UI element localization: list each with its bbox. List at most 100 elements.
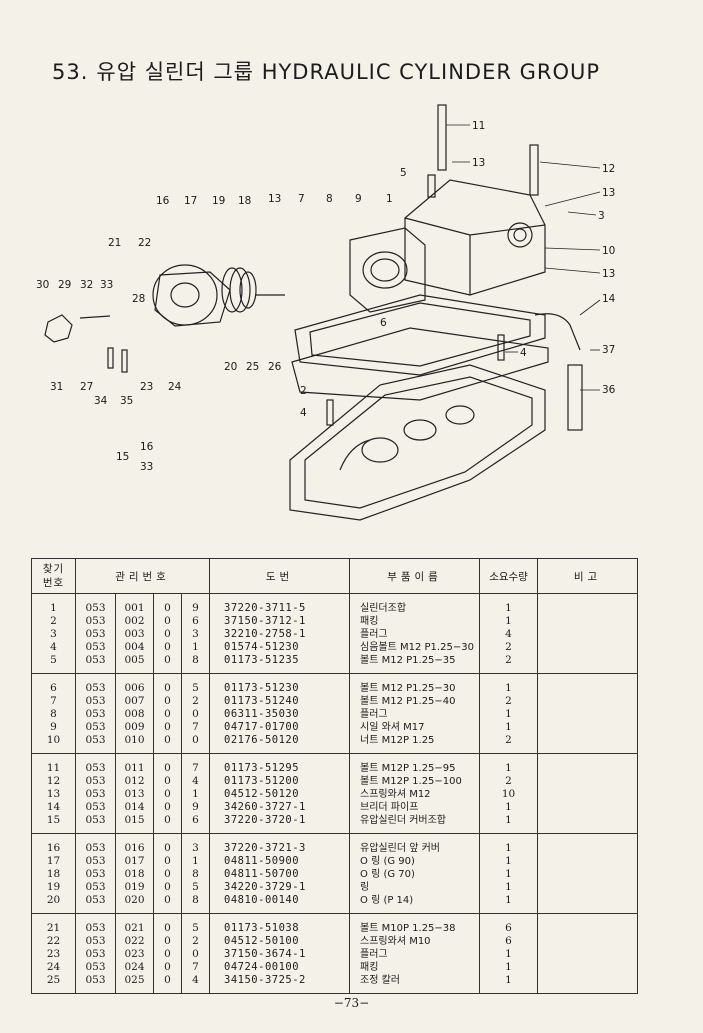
callout-24: 24 xyxy=(168,381,182,393)
cell-remarks xyxy=(537,593,639,615)
cell-remarks xyxy=(537,801,639,814)
cell-mgmt-4: 8 xyxy=(180,868,211,881)
cell-part-number: 04811-50700 xyxy=(209,868,351,881)
cell-mgmt-2: 003 xyxy=(115,628,154,641)
callout-23: 23 xyxy=(140,381,153,393)
callout-22: 22 xyxy=(138,237,151,249)
cell-remarks xyxy=(537,855,639,868)
cell-mgmt-3: 0 xyxy=(153,788,182,801)
cell-mgmt-3: 0 xyxy=(153,641,182,654)
cell-mgmt-2: 017 xyxy=(115,855,154,868)
cell-mgmt-3: 0 xyxy=(153,801,182,814)
cell-mgmt-2: 011 xyxy=(115,753,154,775)
cell-mgmt-3: 0 xyxy=(153,935,182,948)
cell-qty: 4 xyxy=(479,628,539,641)
cell-mgmt-1: 053 xyxy=(75,641,116,654)
cell-part-number: 01173-51200 xyxy=(209,775,351,788)
cell-mgmt-1: 053 xyxy=(75,628,116,641)
cell-part-name: 패킹 xyxy=(349,961,481,974)
cell-part-number: 06311-35030 xyxy=(209,708,351,721)
header-mgmt-no: 관리번호 xyxy=(74,558,211,594)
cell-mgmt-1: 053 xyxy=(75,833,116,855)
cell-part-number: 34220-3729-1 xyxy=(209,881,351,894)
header-part-name: 부품이름 xyxy=(349,558,481,594)
cell-part-number: 01574-51230 xyxy=(209,641,351,654)
cell-qty: 1 xyxy=(479,948,539,961)
cell-mgmt-2: 025 xyxy=(115,974,154,994)
cell-mgmt-3: 0 xyxy=(153,855,182,868)
callout-36: 36 xyxy=(602,384,616,396)
callout-4: 4 xyxy=(520,347,527,359)
cell-qty: 1 xyxy=(479,855,539,868)
callout-7: 7 xyxy=(298,193,305,205)
cell-mgmt-1: 053 xyxy=(75,788,116,801)
cell-part-name: 실린더조합 xyxy=(349,593,481,615)
callout-12: 12 xyxy=(602,163,615,175)
cell-mgmt-2: 005 xyxy=(115,654,154,674)
cell-qty: 2 xyxy=(479,641,539,654)
cell-mgmt-1: 053 xyxy=(75,734,116,754)
header-remarks: 비고 xyxy=(537,558,639,594)
cell-mgmt-3: 0 xyxy=(153,894,182,914)
cell-mgmt-4: 5 xyxy=(180,881,211,894)
cell-ref: 15 xyxy=(31,814,76,834)
cell-mgmt-3: 0 xyxy=(153,753,182,775)
callout-17: 17 xyxy=(184,195,197,207)
cell-mgmt-1: 053 xyxy=(75,881,116,894)
cell-qty: 1 xyxy=(479,868,539,881)
cell-ref: 17 xyxy=(31,855,76,868)
cell-mgmt-3: 0 xyxy=(153,615,182,628)
cell-ref: 6 xyxy=(31,673,76,695)
cell-mgmt-3: 0 xyxy=(153,708,182,721)
cell-ref: 24 xyxy=(31,961,76,974)
callout-30: 30 xyxy=(36,279,49,291)
cell-part-name: 링 xyxy=(349,881,481,894)
cell-remarks xyxy=(537,753,639,775)
cell-mgmt-3: 0 xyxy=(153,654,182,674)
cell-mgmt-1: 053 xyxy=(75,753,116,775)
cell-qty: 1 xyxy=(479,833,539,855)
cell-qty: 1 xyxy=(479,961,539,974)
cell-ref: 22 xyxy=(31,935,76,948)
cell-ref: 8 xyxy=(31,708,76,721)
callout-37: 37 xyxy=(602,344,615,356)
cell-qty: 1 xyxy=(479,673,539,695)
cell-mgmt-4: 7 xyxy=(180,721,211,734)
callout-16: 16 xyxy=(140,441,154,453)
callout-6: 6 xyxy=(380,317,387,329)
callout-10: 10 xyxy=(602,245,615,257)
cell-mgmt-3: 0 xyxy=(153,628,182,641)
cell-mgmt-2: 016 xyxy=(115,833,154,855)
cell-part-number: 04724-00100 xyxy=(209,961,351,974)
callout-25: 25 xyxy=(246,361,259,373)
callout-26: 26 xyxy=(268,361,282,373)
cell-qty: 10 xyxy=(479,788,539,801)
cell-mgmt-4: 4 xyxy=(180,974,211,994)
cell-ref: 7 xyxy=(31,695,76,708)
page-title: 53.유압 실린더 그룹 HYDRAULIC CYLINDER GROUP xyxy=(52,56,600,86)
cell-mgmt-3: 0 xyxy=(153,961,182,974)
cell-remarks xyxy=(537,734,639,754)
cell-ref: 16 xyxy=(31,833,76,855)
callout-15: 15 xyxy=(116,451,129,463)
cell-mgmt-2: 015 xyxy=(115,814,154,834)
adjust-knob xyxy=(44,314,73,343)
cell-mgmt-2: 014 xyxy=(115,801,154,814)
